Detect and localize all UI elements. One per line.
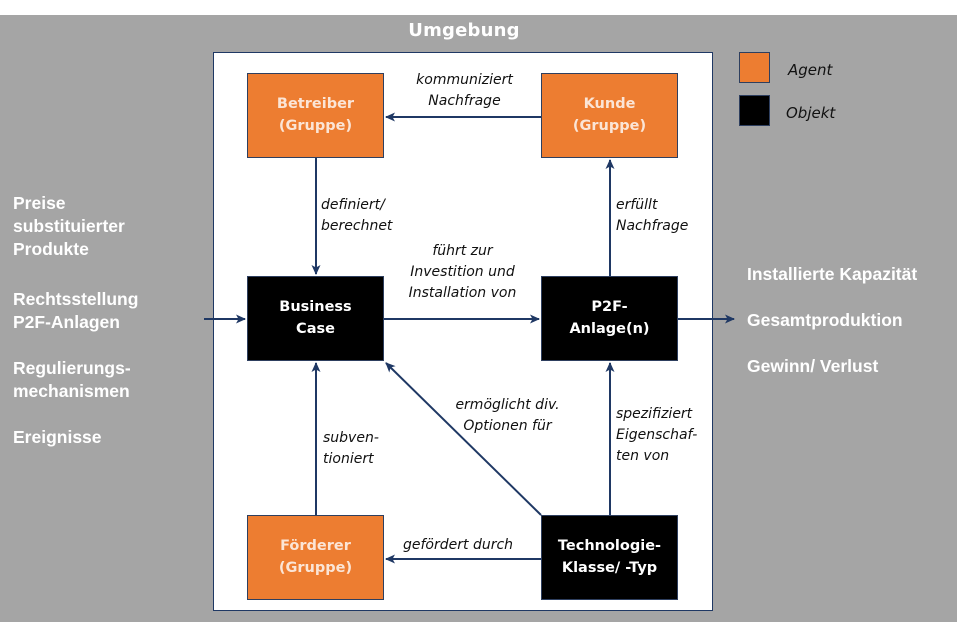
node-kunde: Kunde (Gruppe) bbox=[541, 73, 678, 158]
label-definiert-berechnet: definiert/ berechnet bbox=[321, 197, 393, 234]
output-gesamtproduktion: Gesamtproduktion bbox=[747, 310, 903, 330]
legend-agent-swatch bbox=[739, 52, 770, 83]
label-subventioniert: subven- tioniert bbox=[323, 430, 379, 467]
node-technologie: Technologie- Klasse/ -Typ bbox=[541, 515, 678, 600]
input-ereignisse: Ereignisse bbox=[13, 427, 102, 447]
label-kommuniziert-nachfrage: kommuniziert Nachfrage bbox=[416, 72, 513, 109]
legend-agent-label: Agent bbox=[788, 61, 833, 79]
label-spezifiziert-eigenschaften: spezifiziert Eigenschaf- ten von bbox=[616, 406, 698, 464]
label-ermoeglicht-optionen: ermöglicht div. Optionen für bbox=[455, 397, 560, 434]
environment-title: Umgebung bbox=[408, 20, 520, 41]
input-rechtsstellung: Rechtsstellung P2F-Anlagen bbox=[13, 289, 139, 332]
output-kapazitaet: Installierte Kapazität bbox=[747, 264, 918, 284]
legend-objekt-swatch bbox=[739, 95, 770, 126]
label-erfuellt-nachfrage: erfüllt Nachfrage bbox=[616, 197, 689, 234]
input-regulierung: Regulierungs- mechanismen bbox=[13, 358, 131, 401]
output-gewinn: Gewinn/ Verlust bbox=[747, 356, 879, 376]
node-business-case: Business Case bbox=[247, 276, 384, 361]
node-foerderer: Förderer (Gruppe) bbox=[247, 515, 384, 600]
label-fuehrt-zur-investition: führt zur Investition und Installation v… bbox=[408, 243, 517, 301]
node-betreiber: Betreiber (Gruppe) bbox=[247, 73, 384, 158]
label-gefoerdert-durch: gefördert durch bbox=[403, 537, 514, 553]
input-preise: Preise substituierter Produkte bbox=[13, 193, 125, 259]
legend-objekt-label: Objekt bbox=[786, 104, 836, 122]
node-p2f-anlage: P2F- Anlage(n) bbox=[541, 276, 678, 361]
